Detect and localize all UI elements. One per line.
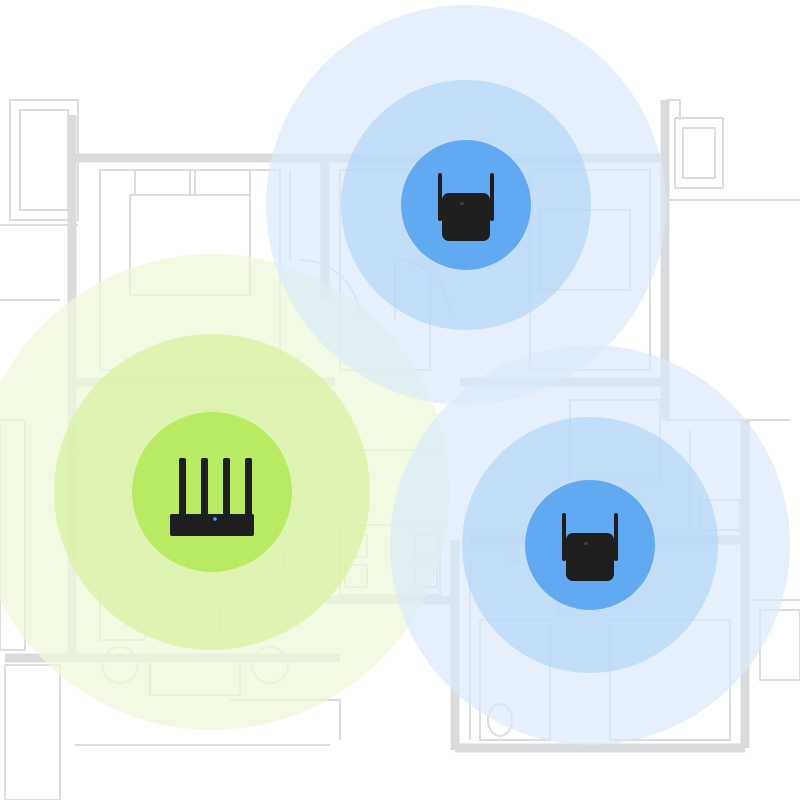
router-icon — [170, 458, 254, 536]
coverage-zones — [0, 5, 790, 745]
range-extender-icon — [562, 513, 618, 581]
logo-mark-icon — [460, 202, 464, 205]
router-coverage-inner-ring-1 — [132, 412, 292, 572]
logo-mark-icon — [584, 542, 588, 545]
range-extender-icon — [438, 173, 494, 241]
status-led-icon — [213, 517, 217, 521]
devices — [170, 173, 618, 581]
